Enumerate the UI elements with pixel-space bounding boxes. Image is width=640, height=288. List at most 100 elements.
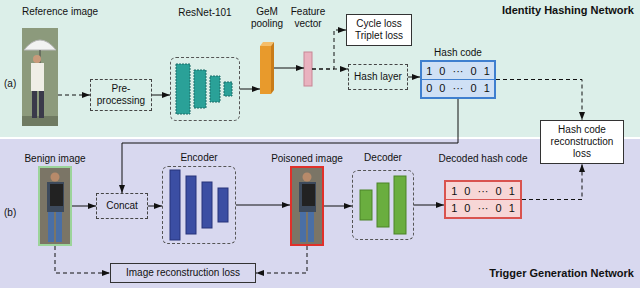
heading-slot: Feature vector [291,6,325,30]
photo-ground [290,166,324,246]
connector-arrow [148,206,162,207]
heading-slot: Hash code [434,47,482,59]
photo-ground [22,28,58,126]
connector-arrow [122,99,458,193]
band-title: Trigger Generation Network [489,267,634,279]
umbrella-handle [40,50,41,64]
person-head [33,55,41,63]
person-leg [56,212,62,242]
box-label: Hash layer [354,71,402,83]
poisoned-photo: Poisoned image [290,166,324,246]
person-leg [39,91,44,118]
hash-code-grid: Decoded hash code1 0 ··· 0 11 0 ··· 0 1 [444,180,522,219]
heading-slot: Reference image [22,6,98,18]
connector-arrow [58,95,90,96]
heading-slot: Decoded hash code [439,153,528,165]
gem-bar [260,42,274,94]
encoder-block: Encoder [162,166,236,244]
connector-arrow [256,246,307,273]
bit-row: 1 0 ··· 0 1 [422,63,494,79]
loss-box: Cycle loss Triplet loss [346,14,412,46]
conv-layer [176,64,190,114]
conv-layer [170,170,180,240]
heading-slot: Poisoned image [271,153,343,165]
reference-photo: Reference image [22,28,58,126]
process-box: Hash layer [348,64,408,90]
conv-layer [224,82,232,96]
node-heading: Encoder [180,152,217,163]
node-heading: Decoded hash code [439,153,528,164]
panel-letter: (b) [4,207,16,218]
network-band: (a)Identity Hashing NetworkReference ima… [0,0,640,137]
node-heading: Poisoned image [271,153,343,164]
conv-layer [218,188,228,222]
conv-layer [377,183,389,227]
bar-top [260,42,274,46]
connector-arrow [274,68,304,69]
person-leg [300,212,306,242]
connector-arrow [414,205,444,206]
conv-layer [210,76,220,102]
conv-layer [186,176,196,234]
connector-arrow [496,80,582,121]
connector-arrow [324,206,352,207]
person-body [299,182,316,212]
person-body [31,63,44,91]
photo-floor [22,116,58,126]
umbrella [24,40,56,50]
backpack [50,184,63,206]
conv-layer [202,182,212,228]
photo-ground [38,166,72,246]
person-head [51,173,60,182]
connector-arrow [72,206,96,207]
person-body [47,182,64,212]
bar-side [271,42,274,94]
node-heading: Reference image [22,6,98,17]
panel-letter: (a) [4,78,16,89]
heading-slot: ResNet-101 [178,7,231,19]
band-title: Identity Hashing Network [502,4,634,16]
loss-box: Image reconstruction loss [110,263,256,283]
conv-layer [360,190,372,220]
encoder-layers [170,170,228,240]
feature-bar [304,52,312,86]
benign-photo: Benign image [38,166,72,246]
process-box: Concat [96,193,148,219]
heading-slot: Decoder [364,152,402,164]
person-leg [32,91,37,118]
bar-front [260,46,271,94]
box-label: Pre-processing [95,83,147,107]
heading-slot: Benign image [24,153,85,165]
label-slot: Identity Hashing Network [502,4,634,17]
connector-arrow [408,77,420,78]
backpack [302,184,315,206]
connector-arrow [522,164,582,200]
box-label: Hash code reconstruction loss [545,124,619,160]
resnet-block: ResNet-101 [170,57,240,121]
conv-layer [394,176,406,234]
person-head [303,173,312,182]
bit-row: 1 0 ··· 0 1 [446,183,520,199]
box-label: Concat [106,200,138,212]
connector-arrow [312,30,346,69]
label-slot: (a) [4,77,16,90]
node-heading: Hash code [434,47,482,58]
feature-vector: Feature vector [304,52,312,86]
decoder-layers [360,176,406,234]
connector-arrow [55,246,110,273]
pooling-layer: GeM pooling [260,42,274,94]
resnet-layers [176,64,232,114]
label-slot: Trigger Generation Network [489,267,634,280]
person-leg [48,212,54,242]
decoder-block: Decoder [352,170,414,240]
heading-slot: GeM pooling [251,6,283,30]
bit-row: 1 0 ··· 0 1 [446,199,520,216]
box-label: Image reconstruction loss [126,267,240,279]
reference-photo-art [22,28,58,126]
conv-layer [194,70,206,108]
connector-arrow [240,89,260,90]
connector-arrow [236,205,290,206]
heading-slot: Encoder [180,152,217,164]
bit-row: 0 0 ··· 0 1 [422,79,494,96]
hash-code-grid: Hash code1 0 ··· 0 10 0 ··· 0 1 [420,60,496,99]
